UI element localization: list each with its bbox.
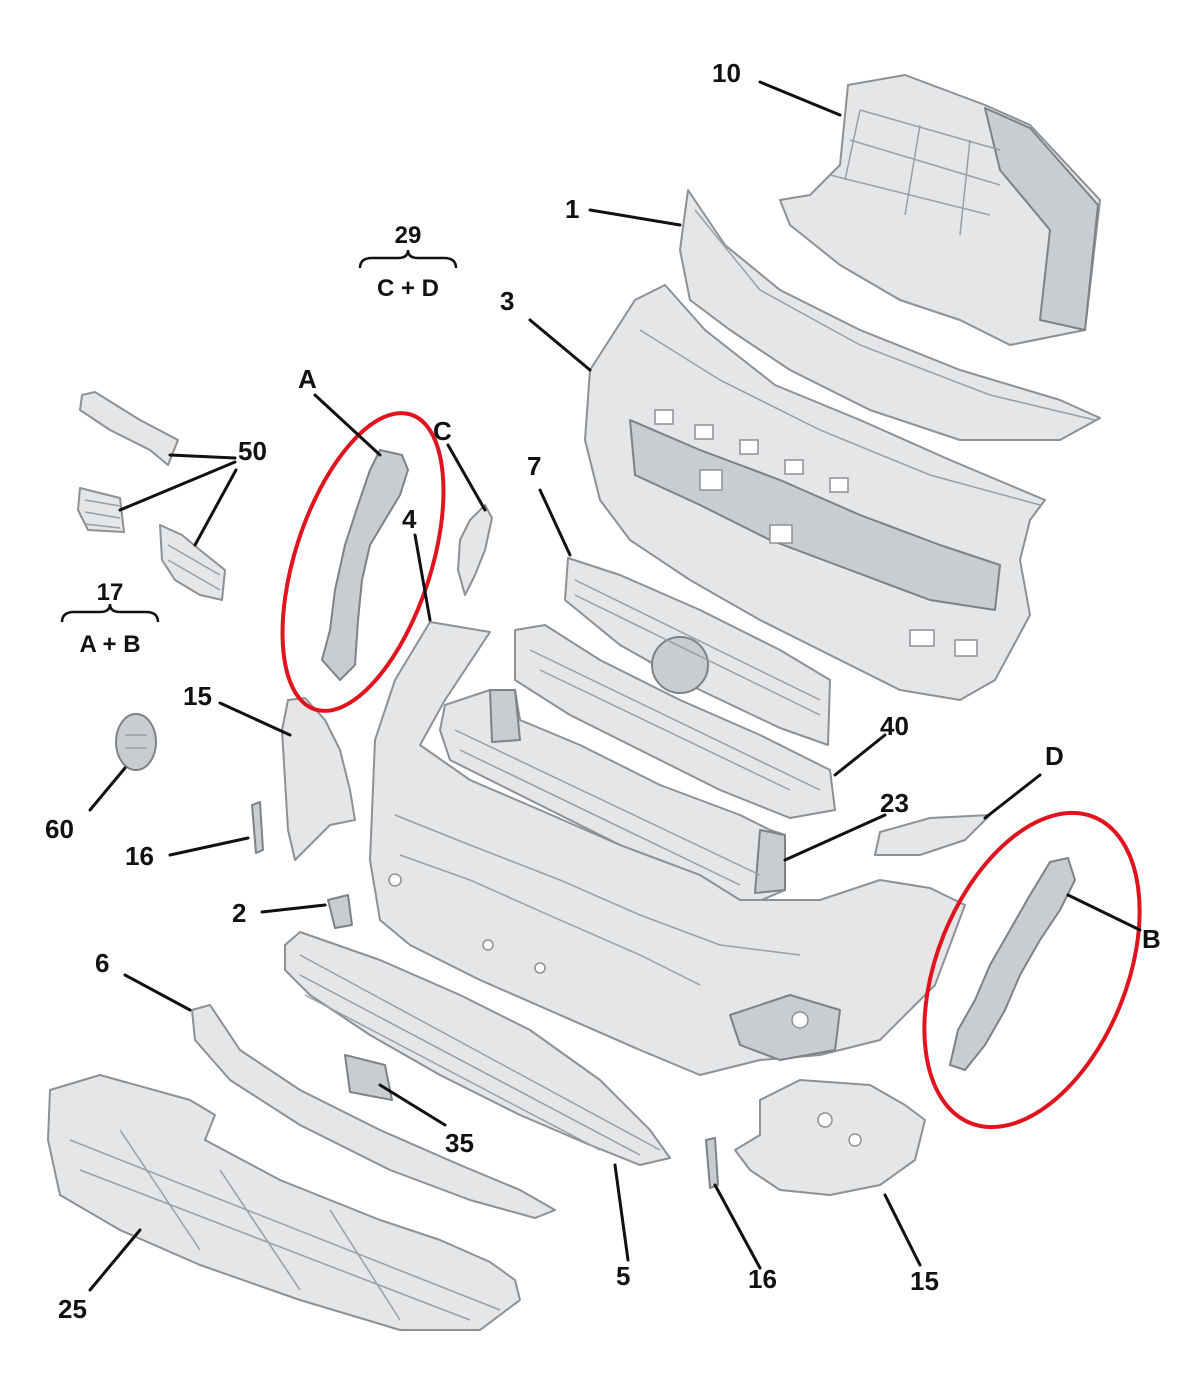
callout-35: 35 bbox=[445, 1128, 474, 1158]
part-C-small-bracket bbox=[457, 504, 493, 596]
part-3-grille-carrier bbox=[584, 284, 1046, 701]
callout-15-left: 15 bbox=[183, 681, 212, 711]
callout-25: 25 bbox=[58, 1294, 87, 1324]
callout-6: 6 bbox=[95, 948, 109, 978]
part-5-lower-grille bbox=[284, 931, 671, 1166]
part-60-emblem bbox=[115, 713, 157, 771]
part-A-left-bracket bbox=[321, 449, 409, 681]
part-D-small-bracket bbox=[874, 814, 991, 856]
highlight-circle-B bbox=[922, 810, 1142, 1130]
callout-A: A bbox=[298, 364, 317, 394]
group-29-number: 29 bbox=[395, 222, 422, 249]
part-16-bottom-clip bbox=[705, 1137, 719, 1189]
callout-1: 1 bbox=[565, 194, 579, 224]
callout-4: 4 bbox=[402, 504, 417, 534]
callout-15-bottom: 15 bbox=[910, 1266, 939, 1296]
part-50-grille-inserts bbox=[77, 391, 226, 601]
callout-5: 5 bbox=[616, 1261, 630, 1291]
part-16-left-clip bbox=[251, 801, 264, 854]
callout-D: D bbox=[1045, 741, 1064, 771]
group-17-members: A + B bbox=[79, 631, 140, 658]
part-40-absorber bbox=[514, 624, 836, 819]
callout-B: B bbox=[1142, 924, 1161, 954]
brace-29 bbox=[358, 249, 458, 269]
part-15-bottom-trim bbox=[734, 1079, 926, 1196]
callout-50: 50 bbox=[238, 436, 267, 466]
part-35-plate bbox=[344, 1054, 393, 1101]
group-29-members: C + D bbox=[377, 275, 439, 302]
part-15-left-trim bbox=[281, 697, 356, 861]
callout-2: 2 bbox=[232, 898, 246, 928]
part-6-lower-strip bbox=[191, 1004, 556, 1219]
callout-C: C bbox=[433, 416, 452, 446]
callout-10: 10 bbox=[712, 58, 741, 88]
leader-lines bbox=[88, 80, 1142, 1292]
part-2-cap bbox=[327, 894, 353, 929]
part-7-lower-grille bbox=[564, 557, 831, 746]
callout-40: 40 bbox=[880, 711, 909, 741]
part-4-bumper-cover bbox=[369, 621, 966, 1076]
group-17-number: 17 bbox=[97, 579, 124, 606]
part-1-upper-trim bbox=[679, 189, 1101, 441]
callout-23: 23 bbox=[880, 788, 909, 818]
callout-16-bottom: 16 bbox=[748, 1264, 777, 1294]
part-25-undertray bbox=[47, 1074, 521, 1331]
callout-3: 3 bbox=[500, 286, 514, 316]
callout-60: 60 bbox=[45, 814, 74, 844]
callout-7: 7 bbox=[527, 451, 541, 481]
part-10-front-carrier bbox=[779, 74, 1101, 346]
highlight-circle-A bbox=[280, 411, 446, 713]
brace-17 bbox=[60, 603, 160, 623]
part-23-bumper-beam bbox=[439, 689, 786, 906]
callout-16-left: 16 bbox=[125, 841, 154, 871]
